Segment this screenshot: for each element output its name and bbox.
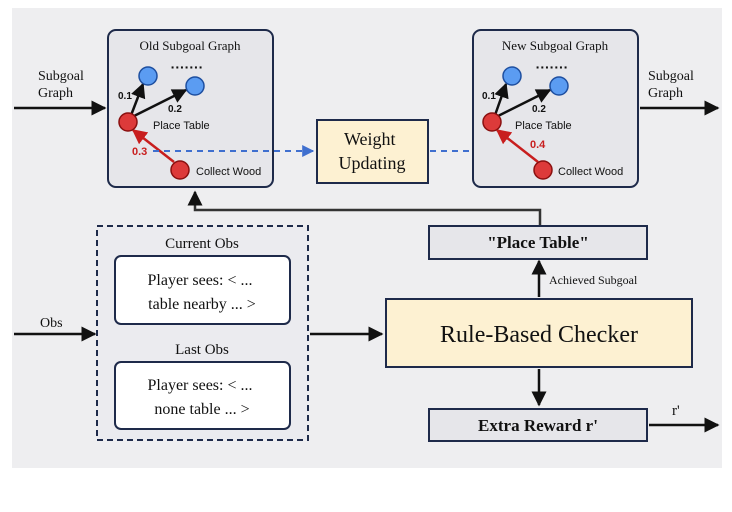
achieved-subgoal-label: Achieved Subgoal [549, 273, 638, 287]
current-obs-line-2: table nearby ... > [148, 296, 256, 313]
feedback-arrow-to-old-graph [187, 190, 542, 226]
new-node-place-table-label: Place Table [515, 120, 572, 132]
last-obs-line-2: none table ... > [154, 401, 249, 418]
old-node-top-right [185, 76, 205, 96]
new-edge-to-node-right [495, 88, 552, 119]
output-subgoal-line-1: Subgoal [648, 69, 694, 84]
last-obs-box [114, 361, 291, 430]
new-node-top-right [549, 76, 569, 96]
old-graph-dots: ······· [171, 59, 204, 75]
current-obs-line-1: Player sees: < ... [148, 272, 253, 289]
input-subgoal-line-1: Subgoal [38, 69, 84, 84]
rule-based-checker-box [385, 298, 693, 368]
new-node-place-table [482, 112, 502, 132]
output-subgoal-line-2: Graph [648, 86, 683, 101]
last-obs-title: Last Obs [175, 342, 229, 358]
new-weight-right: 0.2 [532, 104, 546, 115]
extra-reward-label: Extra Reward r' [478, 416, 598, 435]
new-graph-dots: ······· [536, 59, 569, 75]
new-weight-left: 0.1 [482, 91, 496, 102]
new-node-top-left [502, 66, 522, 86]
current-obs-text: Player sees: < ... table nearby ... > [148, 272, 257, 313]
last-obs-line-1: Player sees: < ... [148, 377, 253, 394]
input-subgoal-line-2: Graph [38, 86, 73, 101]
output-subgoal-graph-label: Subgoal Graph [648, 69, 697, 101]
current-obs-box [114, 255, 291, 325]
old-edge-collect-to-place [131, 129, 175, 163]
weight-updating-label: Weight Updating [339, 129, 406, 173]
old-node-place-table [118, 112, 138, 132]
old-node-collect-wood-label: Collect Wood [196, 166, 261, 178]
achieved-subgoal-box [428, 225, 648, 260]
old-node-place-table-label: Place Table [153, 120, 210, 132]
input-obs-label: Obs [40, 316, 63, 331]
old-edge-to-node-right [131, 88, 188, 119]
new-edge-collect-to-place [495, 129, 539, 163]
new-weight-collect: 0.4 [530, 139, 546, 151]
old-node-top-left [138, 66, 158, 86]
rule-based-checker-label: Rule-Based Checker [440, 322, 638, 348]
weight-updating-line-2: Updating [339, 153, 406, 173]
last-obs-text: Player sees: < ... none table ... > [148, 377, 257, 418]
old-node-collect-wood [170, 160, 190, 180]
input-subgoal-graph-label: Subgoal Graph [38, 69, 87, 101]
weight-updating-box [316, 119, 429, 184]
new-node-collect-wood-label: Collect Wood [558, 166, 623, 178]
achieved-subgoal-value: "Place Table" [487, 233, 589, 252]
new-node-collect-wood [533, 160, 553, 180]
old-graph-title: Old Subgoal Graph [139, 38, 241, 53]
old-weight-right: 0.2 [168, 104, 182, 115]
weight-updating-line-1: Weight [344, 129, 396, 149]
current-obs-title: Current Obs [165, 236, 239, 252]
output-reward-label: r' [672, 403, 680, 419]
old-edge-to-node-left [128, 82, 146, 119]
old-weight-left: 0.1 [118, 91, 132, 102]
extra-reward-box [428, 408, 648, 442]
old-weight-collect: 0.3 [132, 146, 147, 158]
new-graph-title: New Subgoal Graph [502, 38, 609, 53]
new-edge-to-node-left [492, 82, 509, 119]
